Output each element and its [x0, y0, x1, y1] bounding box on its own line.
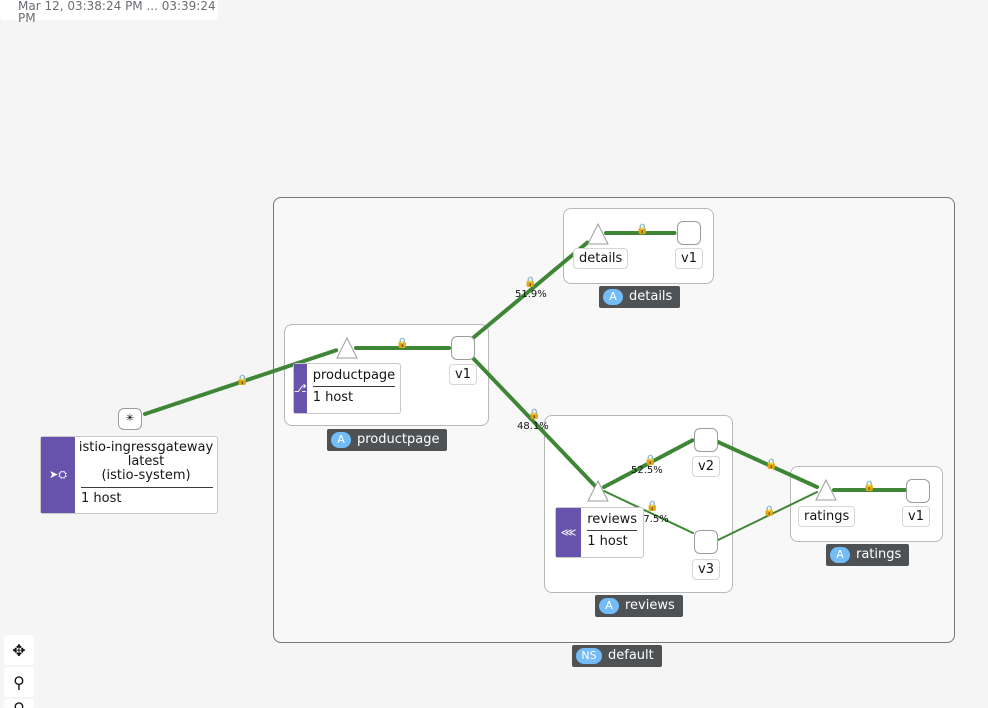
lock-icon: 🔒 [528, 409, 541, 420]
move-icon[interactable]: ✥ [4, 635, 34, 665]
productpage-v1-node[interactable] [451, 336, 475, 360]
gateway-namespace: (istio-system) [101, 468, 191, 483]
details-service-node [587, 222, 609, 245]
reviews-v2-node[interactable] [694, 428, 718, 452]
app-box-ratings[interactable] [790, 466, 943, 542]
app-badge-label: ratings [856, 547, 902, 562]
app-pill: A [830, 547, 850, 563]
gateway-type-icon: ➤⛭ [41, 437, 75, 513]
namespace-badge-default[interactable]: NS default [572, 645, 662, 667]
ratings-service-label: ratings [798, 506, 856, 527]
productpage-service-card[interactable]: ⎇ productpage 1 host [293, 363, 401, 414]
edge-productpage-reviews [469, 354, 598, 489]
details-service-label: details [573, 248, 629, 269]
details-v1-label: v1 [675, 248, 703, 269]
reviews-host-count: 1 host [587, 534, 628, 549]
zoom-out-icon[interactable]: ⚲ [4, 699, 34, 708]
edge-v3-ratings [717, 491, 818, 541]
ratings-service-node [815, 478, 837, 501]
reviews-v3-node[interactable] [694, 530, 718, 554]
reviews-service-name: reviews [587, 512, 637, 527]
app-badge-details[interactable]: A details [599, 286, 681, 308]
lock-icon: 🔒 [636, 224, 649, 235]
lock-icon: 🔒 [646, 501, 659, 512]
edge-reviews-v2 [602, 438, 695, 489]
namespace-pill: NS [576, 648, 602, 664]
reviews-service-node [587, 479, 609, 502]
edge-label-reviews: 48.1% [517, 421, 549, 432]
share-icon: ⋘ [556, 508, 582, 557]
ingress-gateway-card[interactable]: ➤⛭ istio-ingressgateway latest (istio-sy… [40, 436, 218, 514]
reviews-service-card[interactable]: ⋘ reviews 1 host [555, 507, 644, 558]
gateway-icon: ✳ [125, 413, 135, 424]
gateway-name: istio-ingressgateway [78, 440, 214, 455]
app-pill: A [331, 432, 351, 448]
details-v1-node[interactable] [677, 221, 701, 245]
edge-reviews-v3 [603, 490, 694, 534]
reviews-v3-label: v3 [692, 559, 720, 580]
gateway-version: latest [127, 454, 165, 469]
productpage-service-name: productpage [312, 368, 396, 383]
lock-icon: 🔒 [396, 338, 409, 349]
lock-icon: 🔒 [863, 481, 876, 492]
app-box-details[interactable] [563, 208, 714, 284]
app-badge-label: details [629, 289, 673, 304]
edge-productpage-details [471, 240, 590, 340]
lock-icon: 🔒 [644, 455, 657, 466]
branch-icon: ⎇ [294, 364, 307, 413]
app-badge-productpage[interactable]: A productpage [327, 429, 448, 451]
app-pill: A [603, 289, 623, 305]
productpage-service-node [336, 336, 358, 359]
edge-gateway-productpage [143, 348, 339, 416]
edge-label-details: 51.9% [515, 289, 547, 300]
gateway-node[interactable]: ✳ [118, 408, 142, 430]
lock-icon: 🔒 [236, 375, 249, 386]
lock-icon: 🔒 [524, 277, 537, 288]
zoom-in-icon[interactable]: ⚲ [4, 667, 34, 697]
app-badge-label: productpage [357, 432, 440, 447]
app-badge-reviews[interactable]: A reviews [595, 595, 683, 617]
time-range-label: Mar 12, 03:38:24 PM ... 03:39:24 PM [0, 0, 218, 24]
ratings-v1-node[interactable] [906, 479, 930, 503]
productpage-host-count: 1 host [312, 390, 354, 405]
namespace-badge-label: default [608, 648, 654, 663]
ratings-v1-label: v1 [902, 506, 930, 527]
lock-icon: 🔒 [765, 459, 778, 470]
productpage-v1-label: v1 [449, 364, 477, 385]
lock-icon: 🔒 [763, 506, 776, 517]
app-badge-label: reviews [625, 598, 675, 613]
app-pill: A [599, 598, 619, 614]
app-badge-ratings[interactable]: A ratings [826, 544, 910, 566]
gateway-host-count: 1 host [81, 491, 122, 506]
edge-label-reviews-v3: 47.5% [637, 514, 669, 525]
reviews-v2-label: v2 [692, 456, 720, 477]
edge-v2-ratings [716, 440, 819, 489]
edge-label-reviews-v2: 52.5% [631, 465, 663, 476]
